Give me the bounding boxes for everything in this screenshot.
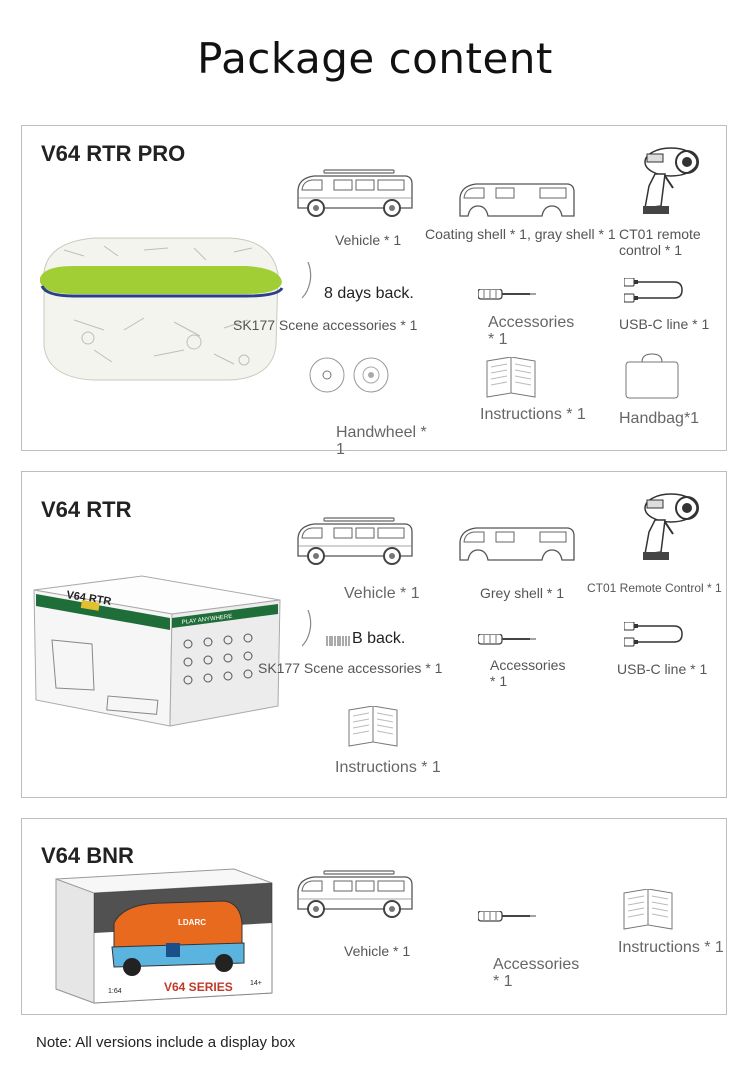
vehicle-image [297,169,413,217]
instructions-caption: Instructions * 1 [618,939,724,956]
shells-image [459,183,575,217]
accessories-caption: Accessories * 1 [488,314,575,348]
usb-caption: USB-C line * 1 [617,661,708,677]
panel-rtr-pro: V64 RTR PRO Vehicle * 1 Coating shell * … [21,125,727,458]
handbag-image [625,353,679,399]
accessories-caption: Accessories * 1 [493,956,580,990]
screwdriver-image [478,289,537,300]
remote-control-image [642,493,699,561]
vehicle-caption: Vehicle * 1 [335,232,402,248]
grey-shell-image [459,527,575,561]
barcode-icon [326,636,350,646]
vehicle-image [297,517,413,565]
back-text: 8 days back. [324,285,414,302]
vehicle-caption: Vehicle * 1 [344,585,420,602]
panel-title: V64 RTR [41,497,132,522]
panel-title: V64 BNR [41,843,134,868]
retail-box-image: V64 RTR PLAY ANYWHERE [33,575,281,727]
panel-title: V64 RTR PRO [41,141,186,166]
instructions-image [348,706,398,747]
sticker-image [302,610,312,647]
shells-caption: Coating shell * 1, gray shell * 1 [425,226,616,242]
box-age: 14+ [250,980,262,987]
scene-caption: SK177 Scene accessories * 1 [233,317,418,333]
display-box-image: LDARC V64 SERIES 1:64 14+ [55,868,273,1004]
usb-caption: USB-C line * 1 [619,316,710,332]
accessories-caption: Accessories * 1 [490,657,566,689]
panel-rtr: V64 RTR V64 RTR PLAY ANYWHERE Vehicle * … [21,471,727,798]
remote-caption: CT01 Remote Control * 1 [587,581,722,595]
handwheel-image [309,357,389,393]
instructions-image [623,889,673,930]
box-series: V64 SERIES [164,980,233,994]
box-scale: 1:64 [108,988,122,995]
grey-shell-caption: Grey shell * 1 [480,585,565,601]
instructions-image [486,357,536,398]
sticker-image [302,262,312,299]
handbag-caption: Handbag*1 [619,410,700,427]
page-title: Package content [197,34,553,83]
panel-bnr: V64 BNR LDARC V64 SERIES 1:64 14+ Vehicl… [21,818,727,1015]
instructions-caption: Instructions * 1 [335,759,441,776]
screwdriver-image [478,634,537,645]
screwdriver-image [478,911,537,922]
handwheel-caption: Handwheel * 1 [336,424,427,458]
remote-control-image [642,147,699,215]
instructions-caption: Instructions * 1 [480,406,586,423]
usb-cable-image [624,278,683,303]
vehicle-caption: Vehicle * 1 [344,943,411,959]
box-brand: LDARC [178,918,206,927]
usb-cable-image [624,622,683,647]
vehicle-image [297,870,413,918]
remote-caption: CT01 remote control * 1 [619,226,701,258]
footer-note: Note: All versions include a display box [36,1034,296,1051]
carry-case-image [40,237,284,381]
back-text: B back. [352,630,406,647]
scene-caption: SK177 Scene accessories * 1 [258,660,443,676]
